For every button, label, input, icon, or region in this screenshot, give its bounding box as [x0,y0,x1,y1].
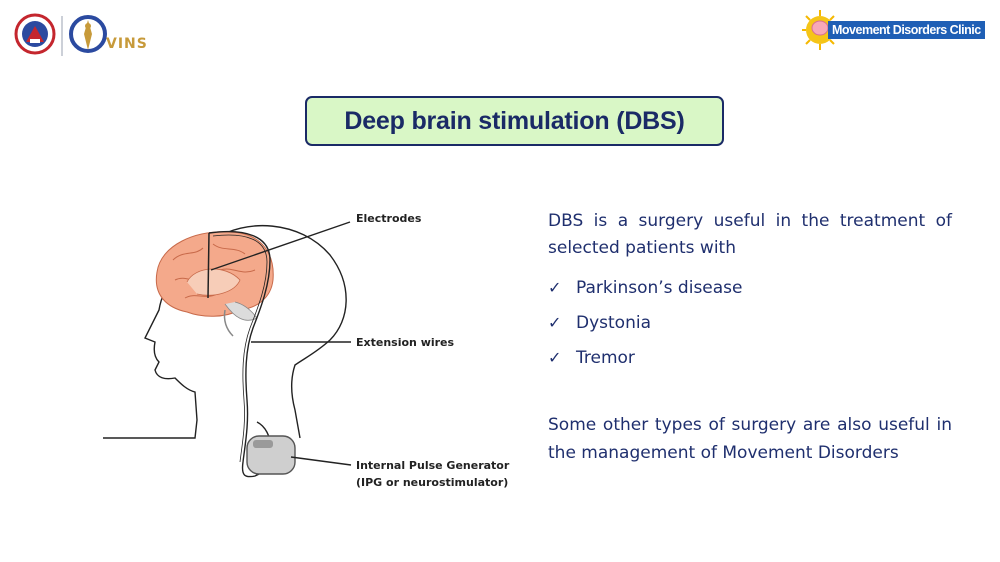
label-extension-wires: Extension wires [356,336,455,349]
condition-list: ✓ Parkinson’s disease ✓ Dystonia ✓ Tremo… [548,270,952,375]
list-item-label: Parkinson’s disease [576,277,743,298]
slide-content: DBS is a surgery useful in the treatment… [548,208,952,467]
intro-text: DBS is a surgery useful in the treatment… [548,211,952,258]
ipg-device-icon [246,435,296,475]
list-item-label: Tremor [576,347,635,368]
list-item: ✓ Dystonia [548,305,952,340]
clinic-name-badge: Movement Disorders Clinic [828,21,985,39]
label-electrodes: Electrodes [356,212,422,225]
check-icon: ✓ [548,313,562,332]
pointer-ipg [290,456,352,466]
electrode-lead [207,232,210,299]
check-icon: ✓ [548,278,562,297]
head-outline [212,224,347,439]
vins-emblem-icon [69,15,107,53]
label-ipg-line2: (IPG or neurostimulator) [356,476,509,489]
slide-title: Deep brain stimulation (DBS) [344,106,685,135]
list-item: ✓ Tremor [548,340,952,375]
sun-brain-icon [802,10,835,50]
pointer-electrodes [210,221,351,271]
brain-icon [155,231,274,337]
check-icon: ✓ [548,348,562,367]
list-item-label: Dystonia [576,312,651,333]
institution-logos [14,12,164,60]
clinic-logo [800,8,992,52]
slide-title-box: Deep brain stimulation (DBS) [305,96,724,146]
label-ipg: Internal Pulse Generator (IPG or neurost… [356,457,509,491]
label-ipg-line1: Internal Pulse Generator [356,459,510,472]
vins-logo-text: VINS [106,36,148,52]
dbs-illustration [95,200,535,500]
hospital-emblem-icon [14,13,56,55]
list-item: ✓ Parkinson’s disease [548,270,952,305]
outro-text: Some other types of surgery are also use… [548,415,952,463]
